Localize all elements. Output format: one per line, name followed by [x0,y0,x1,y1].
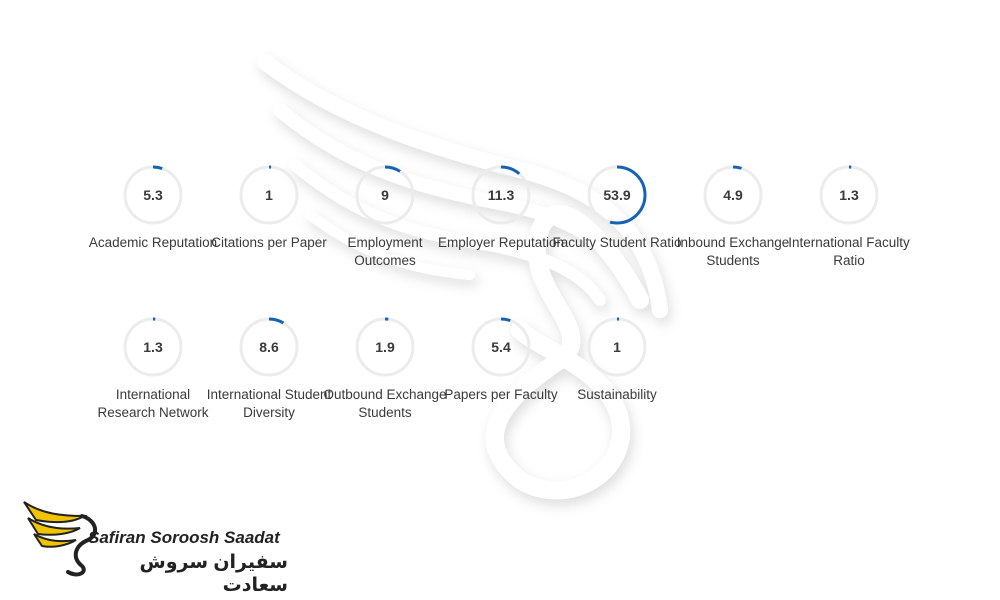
metric-value: 1.9 [375,339,395,355]
metric-label: Sustainability [577,387,657,402]
gauge-arc [123,317,183,377]
logo-name-en: Safiran Soroosh Saadat [88,528,280,547]
metric-value: 1.3 [839,187,859,203]
gauge-ring [239,165,299,225]
company-logo: Safiran Soroosh Saadat سفیران سروش سعادت [22,494,302,596]
gauge-ring [471,165,531,225]
gauge-arc [471,317,531,377]
metric-gauge: 5.3 [122,164,184,226]
metric-gauge: 9 [354,164,416,226]
metric-value: 1.3 [143,339,163,355]
metric-value: 8.6 [259,339,279,355]
metric-value: 4.9 [723,187,743,203]
gauge-arc [471,165,531,225]
gauge-arc [587,317,647,377]
phoenix-wing-icon [23,501,98,577]
metric-label: Employer Reputation [437,235,565,250]
metric-gauge: 5.4 [470,316,532,378]
metric-label: Outbound Exchange Students [323,387,447,420]
metric-gauge: 4.9 [702,164,764,226]
gauge-arc [819,165,879,225]
metric-gauge: 1 [586,316,648,378]
metric-value: 9 [381,187,389,203]
gauge-ring [355,165,415,225]
metric-label: Academic Reputation [88,235,218,250]
metric-label: Inbound Exchange Students [676,235,790,268]
gauge-arc [587,165,647,225]
metric-gauge: 8.6 [238,316,300,378]
gauge-ring [355,317,415,377]
metric-value: 1 [613,339,621,355]
metric-label: Employment Outcomes [347,235,423,268]
metric-gauge: 11.3 [470,164,532,226]
gauge-ring [123,317,183,377]
gauge-arc [355,165,415,225]
metric-gauge: 1.3 [818,164,880,226]
gauge-arc [703,165,763,225]
gauge-ring [587,165,647,225]
logo-name-fa: سفیران سروش سعادت [139,552,288,596]
metric-label: International Faculty Ratio [788,235,910,268]
metric-value: 5.4 [491,339,511,355]
metric-label: Papers per Faculty [444,387,558,402]
gauge-arc [239,165,299,225]
gauge-ring [587,317,647,377]
metric-value: 53.9 [603,187,631,203]
metric-label: Faculty Student Ratio [552,235,682,250]
gauge-ring [123,165,183,225]
metric-value: 1 [265,187,273,203]
gauge-arc [239,317,299,377]
metric-gauge: 53.9 [586,164,648,226]
metric-label: International Research Network [97,387,209,420]
gauge-arc [355,317,415,377]
metric-label: International Student Diversity [206,387,332,420]
metric-value: 5.3 [143,187,163,203]
gauge-arc [123,165,183,225]
gauge-ring [471,317,531,377]
metric-value: 11.3 [487,187,515,203]
metric-gauge: 1.9 [354,316,416,378]
metric-gauge: 1 [238,164,300,226]
metric-gauge: 1.3 [122,316,184,378]
gauge-ring [703,165,763,225]
gauge-ring [819,165,879,225]
gauge-ring [239,317,299,377]
metric-label: Citations per Paper [211,235,327,250]
